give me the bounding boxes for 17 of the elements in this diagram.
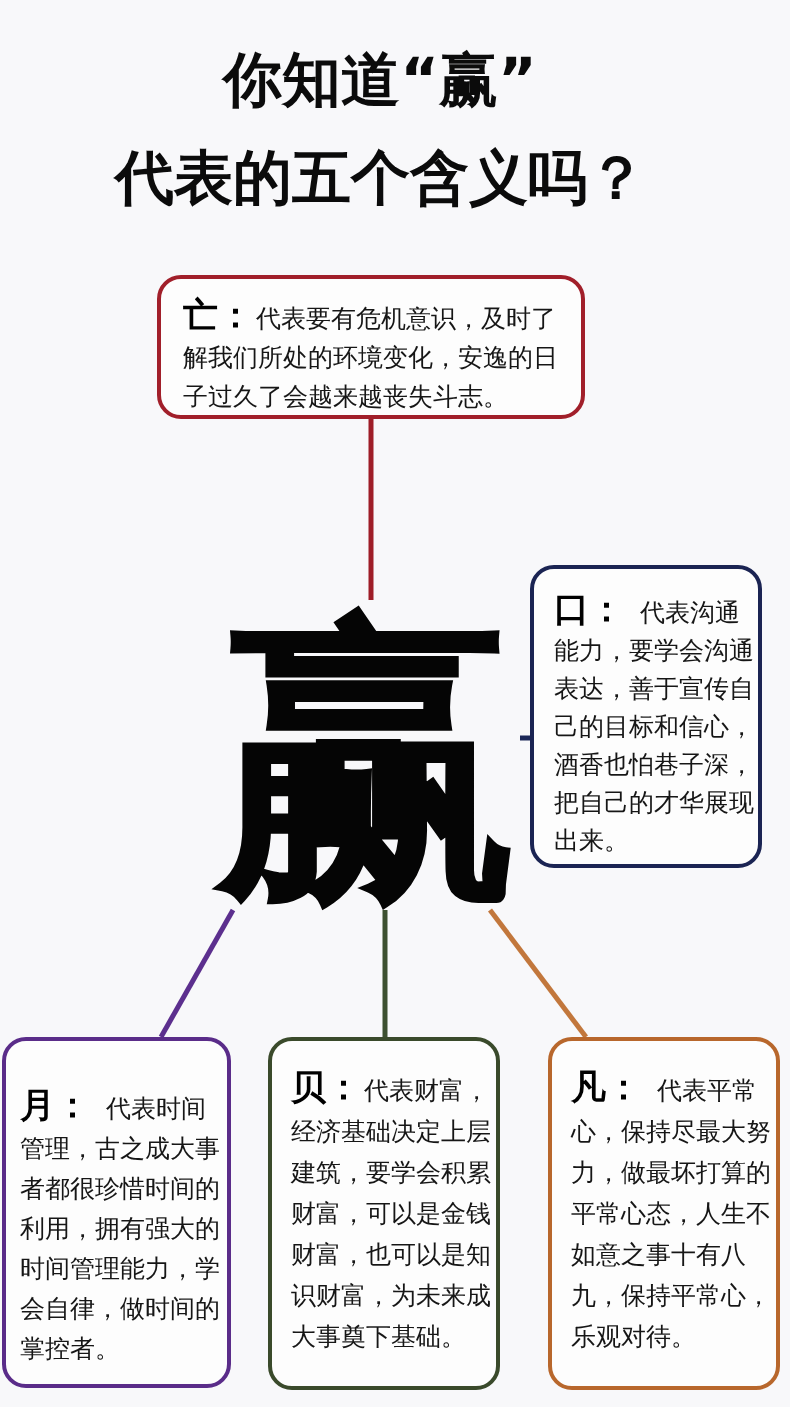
description: 贝：代表财富，经济基础决定上层建筑，要学会积累财富，可以是金钱财富，也可以是知识财富，为未来成大事奠下基础。 (291, 1067, 492, 1353)
rounded-box (548, 1037, 780, 1390)
description: 口：代表沟通能力，要学会沟通表达，善于宣传自己的目标和信心，酒香也怕巷子深，把自己的才华展现出来。 (554, 590, 755, 857)
description: 亡：代表要有危机意识，及时了解我们所处的环境变化，安逸的日子过久了会越来越丧失斗志。 (183, 296, 559, 413)
description: 凡：代表平常心，保持尽最大努力，做最坏打算的平常心态，人生不如意之事十有八九，保持平常心，乐观对待。 (571, 1067, 772, 1353)
connector-line (368, 419, 374, 600)
description: 月：代表时间管理，古之成大事者都很珍惜时间的利用，拥有强大的时间管理能力，学会自律，做时间的掌控者。 (20, 1085, 221, 1365)
connector-line (158, 908, 236, 1039)
large-character: 赢 (214, 600, 520, 910)
connector-line (520, 735, 530, 741)
rounded-box (268, 1037, 500, 1390)
rounded-box (2, 1037, 231, 1388)
rounded-box (157, 275, 585, 419)
connector-line (382, 910, 388, 1037)
connector-line (488, 908, 588, 1039)
title: 你知道“赢”代表的五个含义吗？ (112, 44, 647, 214)
rounded-box (530, 565, 762, 868)
